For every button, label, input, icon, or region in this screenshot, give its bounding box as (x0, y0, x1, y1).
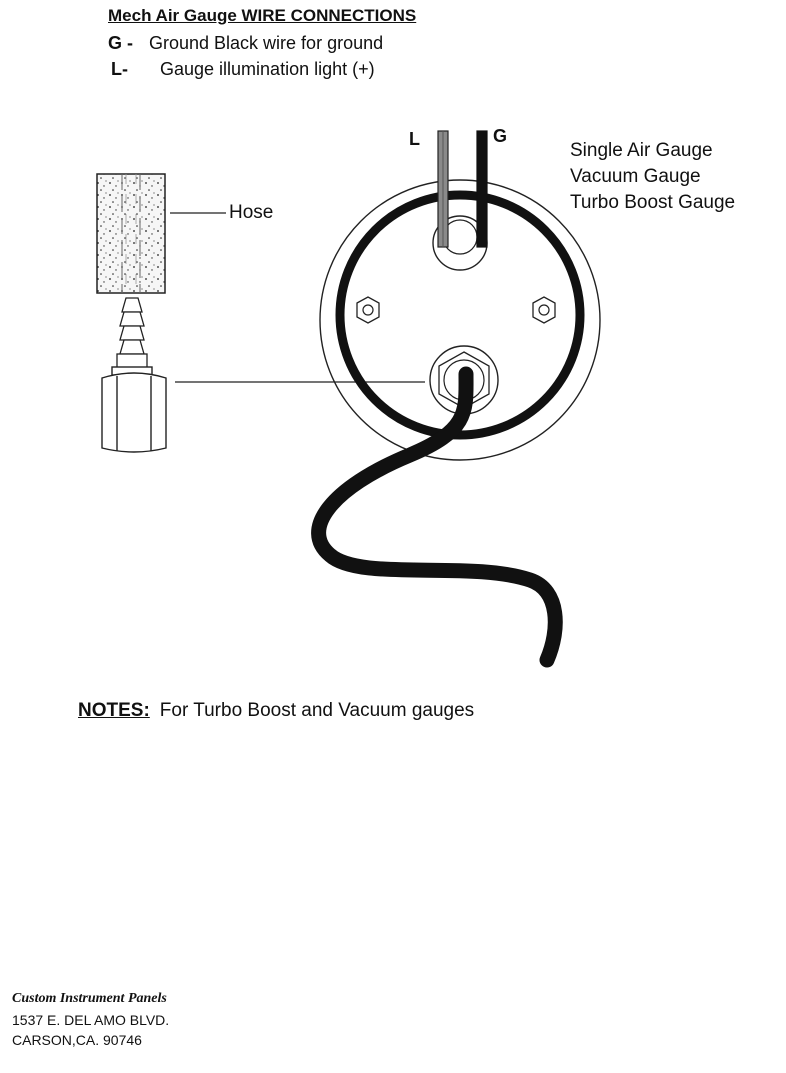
ground-description: Ground Black wire for ground (149, 33, 384, 53)
terminal-wires (437, 130, 488, 248)
light-code: L- (111, 59, 128, 79)
gauge-type-single-air: Single Air Gauge (570, 140, 713, 161)
hose-label: Hose (229, 202, 274, 223)
hex-nut-fitting (101, 366, 167, 453)
gauge-type-vacuum: Vacuum Gauge (570, 166, 701, 187)
terminal-g-label: G (493, 126, 508, 146)
notes-section: NOTES: For Turbo Boost and Vacuum gauges (78, 700, 474, 722)
gauge-type-turbo-boost: Turbo Boost Gauge (570, 192, 736, 213)
air-tube (311, 366, 563, 668)
diagram-title: Mech Air Gauge WIRE CONNECTIONS (108, 6, 417, 25)
notes-text: For Turbo Boost and Vacuum gauges (159, 700, 475, 721)
address-line-1: 1537 E. DEL AMO BLVD. (12, 1012, 170, 1028)
terminal-l-label: L (409, 129, 420, 149)
ground-code: G - (108, 33, 133, 53)
address-line-2: CARSON,CA. 90746 (12, 1032, 142, 1048)
barb-fitting (116, 297, 148, 371)
light-description: Gauge illumination light (+) (160, 59, 375, 79)
hose-illustration (96, 173, 166, 294)
company-name: Custom Instrument Panels (12, 991, 167, 1006)
notes-label: NOTES: (78, 700, 150, 721)
